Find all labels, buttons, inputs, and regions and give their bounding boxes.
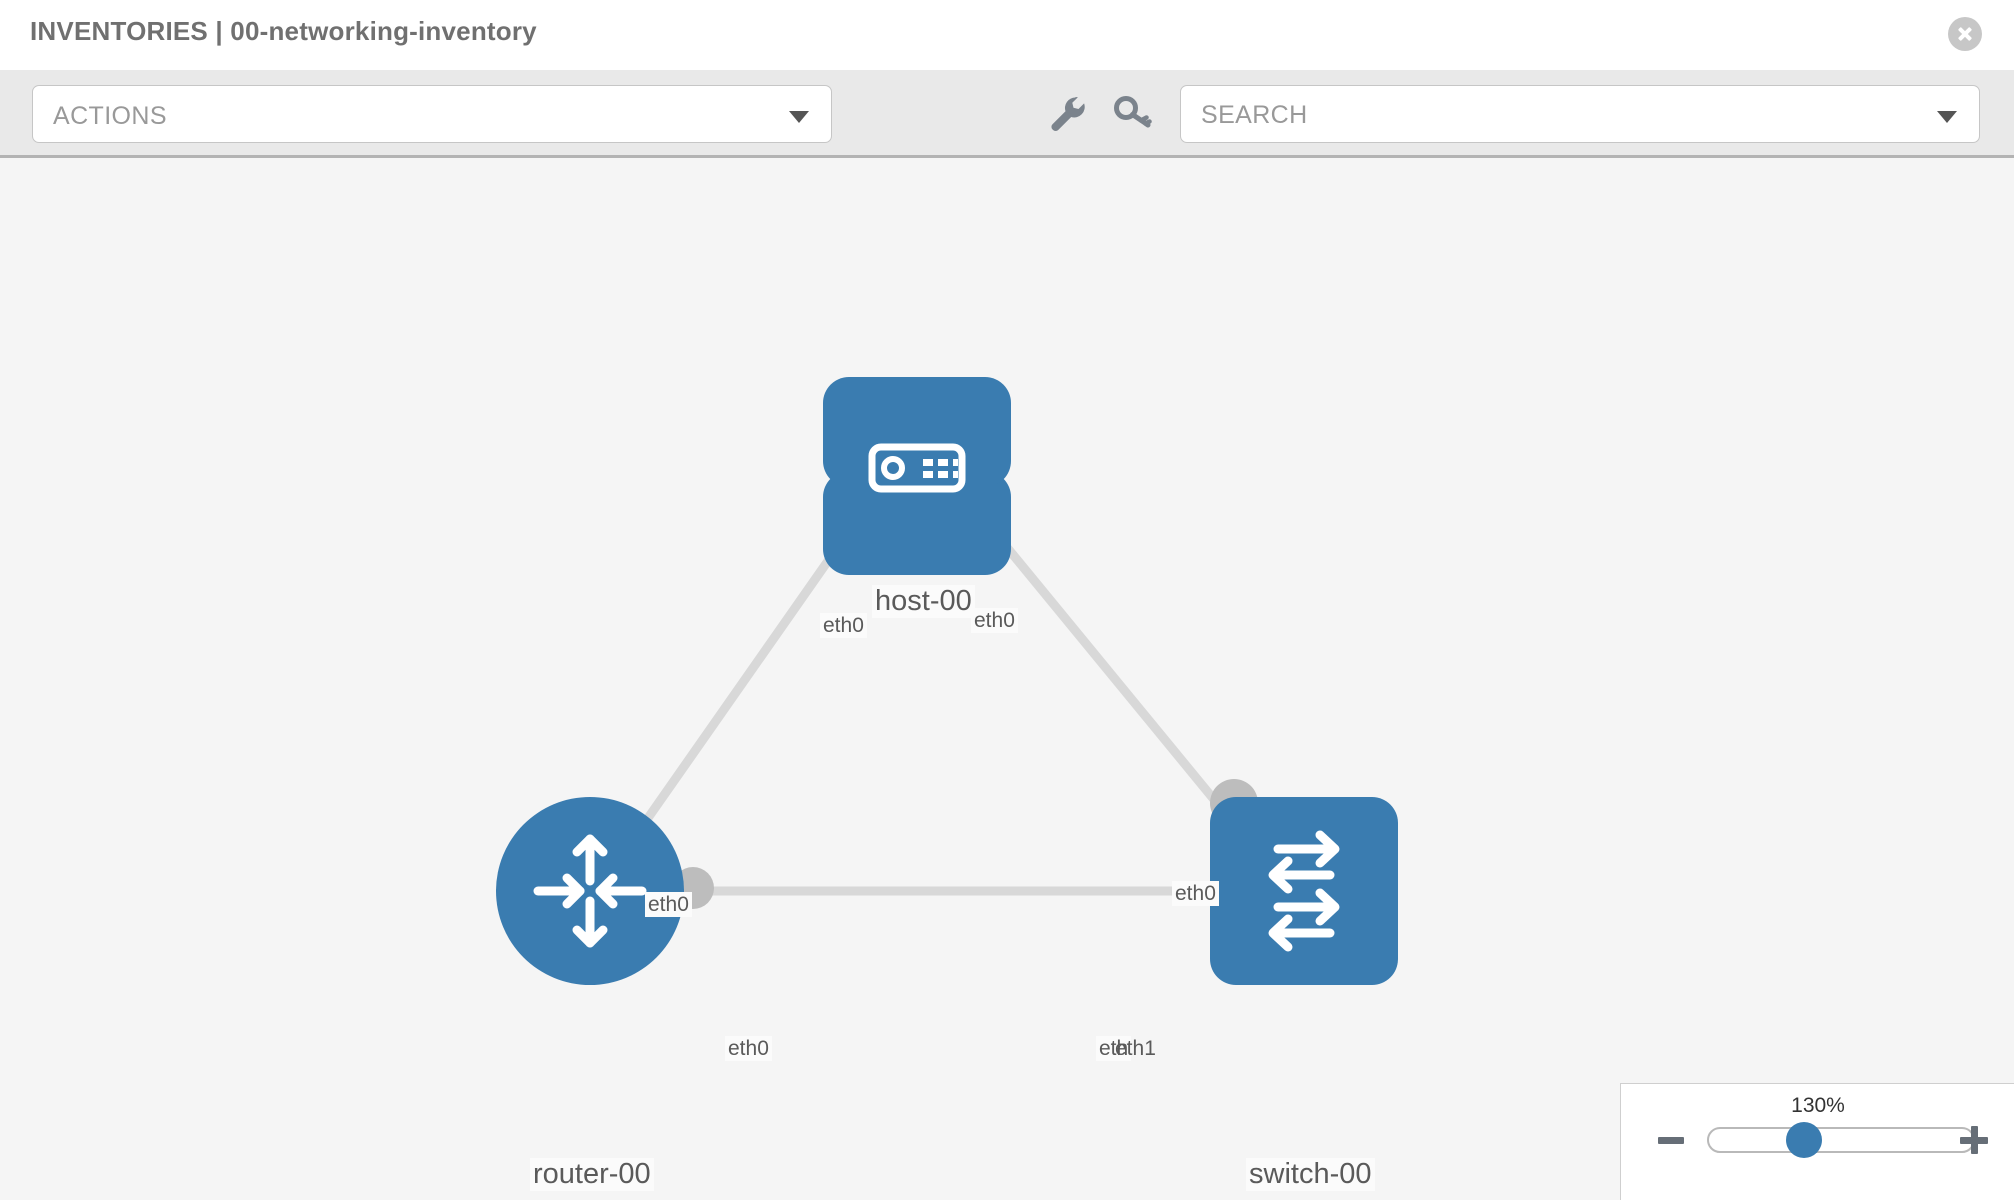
- plus-icon[interactable]: [1960, 1126, 1988, 1154]
- minus-icon[interactable]: [1658, 1137, 1684, 1144]
- close-icon[interactable]: [1948, 17, 1982, 51]
- iface-label-switch-eth-overlap[interactable]: eth: [1096, 1036, 1132, 1061]
- key-icon[interactable]: [1111, 92, 1155, 136]
- wrench-icon[interactable]: [1044, 92, 1088, 136]
- iface-label-router-eth0-trunk[interactable]: eth0: [725, 1036, 772, 1061]
- search-box[interactable]: [1180, 85, 1980, 144]
- actions-dropdown-label: ACTIONS: [53, 102, 167, 130]
- iface-label-host-eth0-right[interactable]: eth0: [971, 608, 1018, 633]
- chevron-down-icon: [789, 111, 809, 123]
- iface-label-switch-eth1-trunk[interactable]: eth1: [1115, 1037, 1156, 1060]
- actions-dropdown[interactable]: ACTIONS: [32, 85, 832, 143]
- iface-label-switch-eth0-uplink[interactable]: eth0: [1172, 881, 1219, 906]
- zoom-level-label: 130%: [1791, 1094, 1845, 1117]
- chevron-down-icon[interactable]: [1937, 111, 1957, 123]
- topology-graph: [496, 377, 1398, 985]
- node-host-00[interactable]: [823, 377, 1011, 575]
- node-label-switch-00[interactable]: switch-00: [1246, 1158, 1375, 1191]
- iface-label-host-eth0-left[interactable]: eth0: [820, 613, 867, 638]
- node-router-00[interactable]: [496, 797, 684, 985]
- zoom-slider-thumb[interactable]: [1786, 1122, 1822, 1158]
- zoom-control-panel: 130%: [1620, 1083, 2014, 1200]
- node-label-host-00[interactable]: host-00: [872, 585, 975, 618]
- node-label-router-00[interactable]: router-00: [530, 1158, 654, 1191]
- page-title: INVENTORIES | 00-networking-inventory: [30, 16, 537, 46]
- window-header: INVENTORIES | 00-networking-inventory: [0, 0, 2014, 70]
- node-switch-00[interactable]: [1210, 797, 1398, 985]
- iface-label-router-eth0-uplink[interactable]: eth0: [645, 892, 692, 917]
- topology-canvas[interactable]: host-00 router-00 switch-00 eth0 eth0 et…: [0, 158, 2014, 1200]
- search-input[interactable]: [1199, 86, 1923, 144]
- zoom-slider-track[interactable]: [1707, 1127, 1975, 1153]
- toolbar: ACTIONS: [0, 70, 2014, 158]
